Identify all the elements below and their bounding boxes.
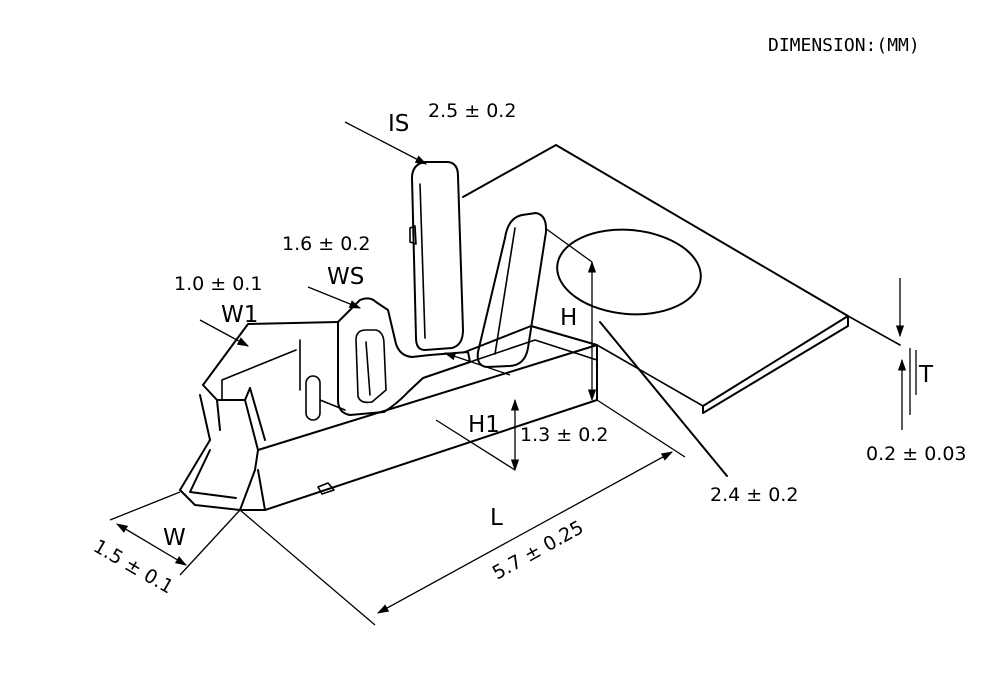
dim-l-symbol: L bbox=[490, 505, 503, 531]
insulation-crimp-wings bbox=[409, 161, 548, 368]
dim-is-symbol: IS bbox=[388, 111, 409, 137]
tongue-plate bbox=[462, 144, 901, 414]
dim-h-value: 2.4 ± 0.2 bbox=[710, 484, 798, 506]
dim-is: IS 2.5 ± 0.2 bbox=[344, 100, 516, 165]
dim-w1-symbol: W1 bbox=[221, 302, 258, 328]
dim-l-value: 5.7 ± 0.25 bbox=[489, 516, 588, 584]
dim-t: T 0.2 ± 0.03 bbox=[866, 278, 967, 465]
dim-h1-symbol: H1 bbox=[468, 412, 500, 438]
terminal-body bbox=[179, 297, 598, 511]
dim-h-symbol: H bbox=[560, 305, 577, 331]
dim-w1: 1.0 ± 0.1 W1 bbox=[174, 273, 262, 347]
dim-t-value: 0.2 ± 0.03 bbox=[866, 443, 967, 465]
dim-w-symbol: W bbox=[163, 525, 186, 551]
mounting-hole bbox=[556, 228, 702, 316]
dim-ws-value: 1.6 ± 0.2 bbox=[282, 233, 370, 255]
dim-h1-value: 1.3 ± 0.2 bbox=[520, 424, 608, 446]
dim-is-value: 2.5 ± 0.2 bbox=[428, 100, 516, 122]
dim-h1: H1 1.3 ± 0.2 bbox=[435, 352, 608, 472]
dim-h: H 2.4 ± 0.2 bbox=[544, 227, 798, 506]
dim-l: L 5.7 ± 0.25 bbox=[239, 399, 686, 626]
dim-t-symbol: T bbox=[918, 362, 934, 388]
dim-w1-value: 1.0 ± 0.1 bbox=[174, 273, 262, 295]
dim-ws: 1.6 ± 0.2 WS bbox=[282, 233, 370, 309]
units-note: DIMENSION:(MM) bbox=[768, 35, 920, 56]
dim-ws-symbol: WS bbox=[327, 264, 364, 290]
